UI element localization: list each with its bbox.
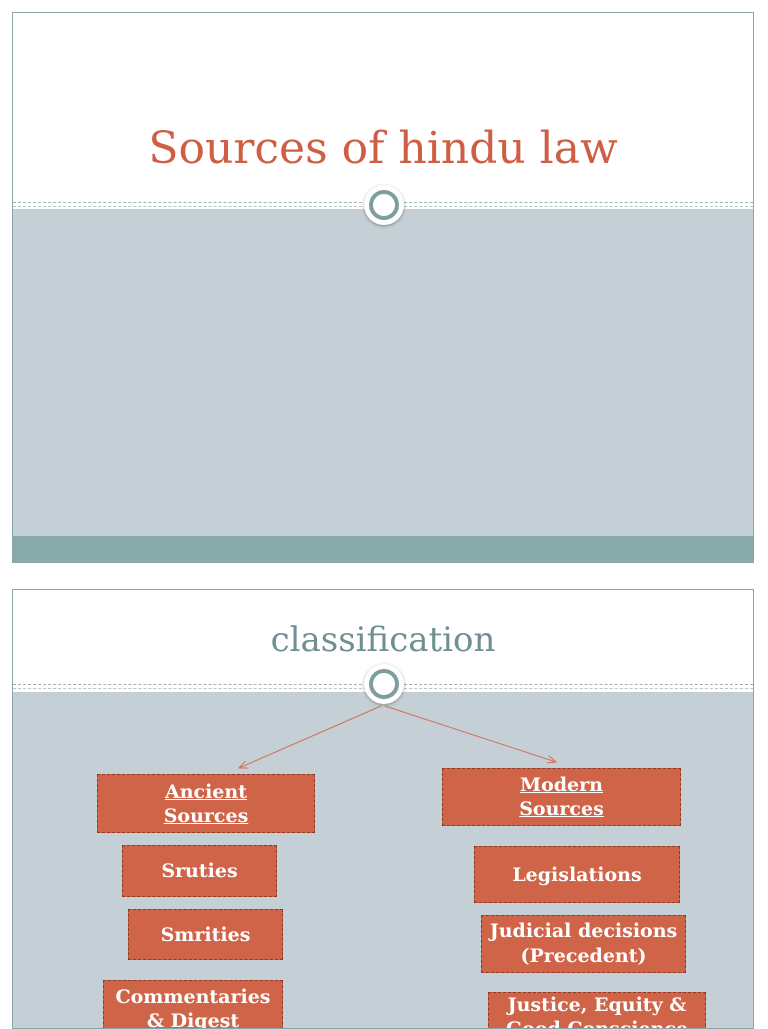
- modern-sources-heading: Modern Sources: [442, 768, 681, 826]
- ring-ornament-icon: [364, 185, 404, 225]
- slide-1: Sources of hindu law: [12, 12, 754, 563]
- ancient-heading-line2: Sources: [163, 804, 249, 827]
- modern-heading-line1: Modern: [520, 774, 603, 796]
- modern-item-justice-equity: Justice, Equity & Good Conscience: [488, 992, 706, 1028]
- ancient-item-smrities: Smrities: [128, 909, 283, 960]
- slide-1-body-area: [13, 209, 753, 536]
- ancient-heading-line1: Ancient: [164, 780, 247, 803]
- ancient-sources-heading: Ancient Sources: [97, 774, 315, 833]
- connector-arrows: [13, 705, 754, 1029]
- arrow-to-ancient: [239, 705, 382, 768]
- arrow-to-modern: [384, 705, 556, 762]
- slide-1-title-area: [13, 13, 753, 209]
- slide-2: classification Ancient Sources Sruties S…: [12, 589, 754, 1029]
- modern-heading-line2: Sources: [519, 798, 604, 820]
- slide-2-title: classification: [270, 620, 496, 660]
- ancient-item-commentaries: Commentaries & Digest: [103, 980, 283, 1028]
- modern-item-judicial-decisions: Judicial decisions (Precedent): [481, 915, 686, 973]
- ring-ornament-icon: [364, 664, 404, 704]
- modern-item-legislations: Legislations: [474, 846, 680, 903]
- slide-1-title: Sources of hindu law: [148, 123, 618, 174]
- slide-1-footer-bar: [13, 536, 753, 562]
- ancient-item-sruties: Sruties: [122, 845, 277, 897]
